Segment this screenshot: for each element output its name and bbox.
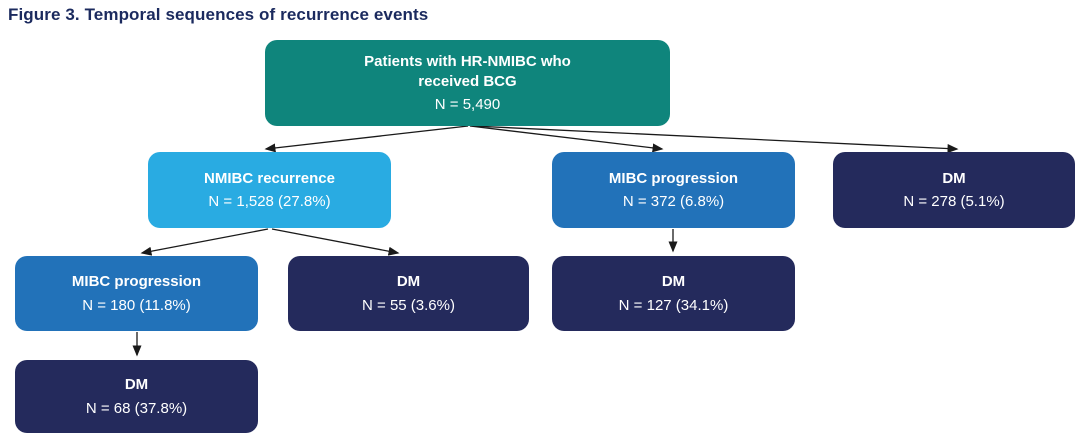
- arrow-root-to-dm: [472, 125, 959, 154]
- node-dm-after-recurrence: DM N = 55 (3.6%): [288, 256, 529, 331]
- node-dm-primary: DM N = 278 (5.1%): [833, 152, 1075, 228]
- node-label: MIBC progression: [608, 169, 739, 187]
- arrow-root-to-mibc-progression: [469, 125, 664, 153]
- node-dm-after-mibc-progression: DM N = 127 (34.1%): [552, 256, 795, 331]
- node-nmibc-recurrence: NMIBC recurrence N = 1,528 (27.8%): [148, 152, 391, 228]
- node-label: MIBC progression: [71, 273, 202, 291]
- node-value: N = 68 (37.8%): [85, 399, 188, 417]
- arrow-recurrence-to-dm: [271, 228, 400, 256]
- node-value: N = 278 (5.1%): [903, 193, 1005, 211]
- node-value: N = 180 (11.8%): [82, 296, 191, 314]
- node-value: N = 127 (34.1%): [618, 296, 729, 314]
- node-label: DM: [396, 273, 421, 291]
- arrow-recurrence-to-mibc-progression: [140, 228, 269, 256]
- node-label: NMIBC recurrence: [204, 169, 335, 187]
- figure-title: Figure 3. Temporal sequences of recurren…: [8, 5, 429, 24]
- node-root-patients: Patients with HR-NMIBC who received BCG …: [265, 40, 670, 126]
- arrow-root-to-nmibc-recurrence: [264, 125, 469, 153]
- node-value: N = 1,528 (27.8%): [208, 193, 331, 211]
- node-label: Patients with HR-NMIBC who received BCG: [364, 52, 571, 90]
- node-value: N = 5,490: [434, 96, 501, 114]
- node-label: DM: [124, 376, 149, 394]
- node-label: DM: [942, 169, 966, 187]
- node-label: DM: [661, 273, 686, 291]
- node-mibc-progression-after-recurrence: MIBC progression N = 180 (11.8%): [15, 256, 258, 331]
- node-value: N = 55 (3.6%): [362, 296, 455, 314]
- node-mibc-progression-primary: MIBC progression N = 372 (6.8%): [552, 152, 795, 228]
- node-value: N = 372 (6.8%): [622, 193, 725, 211]
- node-dm-after-recurrence-and-progression: DM N = 68 (37.8%): [15, 360, 258, 433]
